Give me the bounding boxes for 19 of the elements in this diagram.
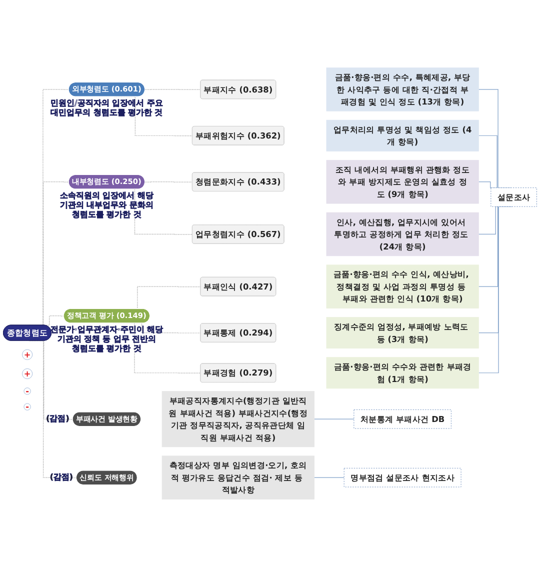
node-circle: -: [24, 388, 31, 395]
node-box: 업무처리의 투명성 및 책임성 정도 (4개 항목): [326, 120, 479, 152]
node-box: 금품·향응·편의 수수, 특혜제공, 부당한 사익추구 등에 대한 직·간접적 부패경험 및 인식 정도 (13개 항목): [326, 68, 479, 112]
node-box: 인사, 예산집행, 업무지시에 있어서 투명하고 공정하게 업무 처리한 정도 (24개 항목): [326, 212, 479, 256]
node-circle: +: [22, 349, 33, 360]
node-box: 처분통계 부패사건 DB: [354, 409, 452, 429]
node-box: 설문조사: [490, 188, 537, 207]
node-circle: -: [24, 403, 31, 410]
connector: [314, 477, 344, 478]
node-box: 금품·향응·편의 수수 인식, 예산낭비, 정책결정 및 사업 과정의 투명성 등 부패와 관련한 인식 (10개 항목): [326, 264, 479, 308]
node-box: 조직 내에서의 부패행위 관행화 정도와 부패 방지제도 운영의 실효성 정도 (9개 항목): [326, 160, 479, 204]
connector: [144, 89, 201, 90]
node-box: 금품·향응·편의 수수와 관련한 부패경험 (1개 항목): [326, 357, 479, 389]
connector: [314, 418, 354, 420]
node-box: 명부점검 설문조사 현지조사: [344, 468, 462, 488]
node-box: 징계수준의 엄정성, 부패예방 노력도 등 (3개 항목): [326, 317, 479, 349]
node-box: 부패공직자통계지수(행정기관 일반직원 부패사건 적용) 부패사건지수(행정기관 정무직공직자, 공직유관단체 임직원 부패사건 적용): [162, 391, 314, 448]
node-circle: +: [22, 368, 33, 380]
node-box: 측정대상자 명부 임의변경·오기, 호의적 평가유도 응답건수 점검· 제보 등 적발사항: [162, 456, 314, 500]
